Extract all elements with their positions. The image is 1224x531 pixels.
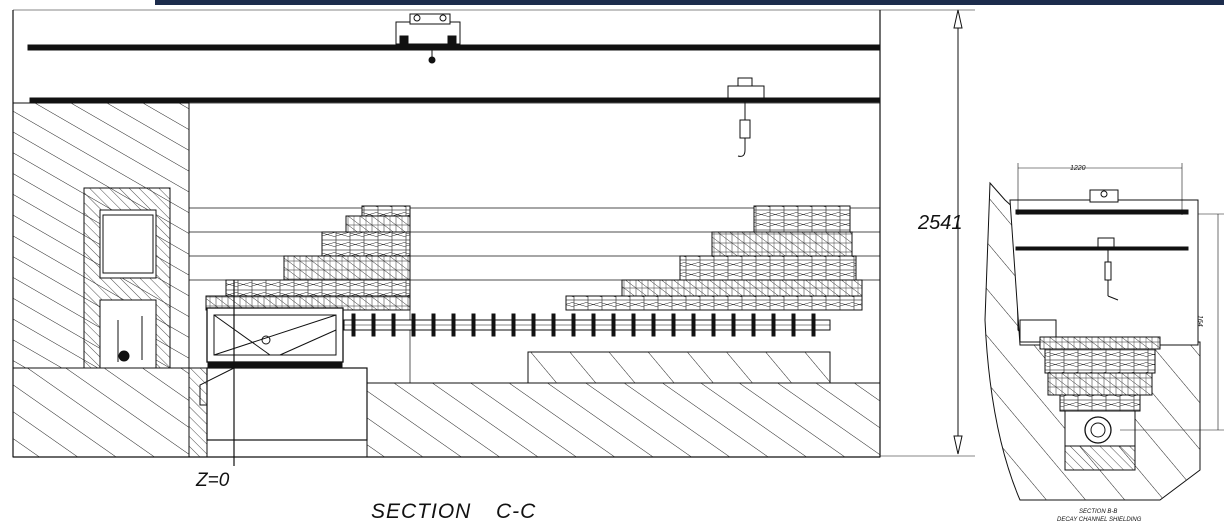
- pipe-flanges: [351, 313, 816, 337]
- z-origin-label: Z=0: [196, 470, 230, 491]
- beam-pipe: [343, 319, 831, 331]
- pipe-flange: [451, 313, 456, 337]
- pipe-flange: [731, 313, 736, 337]
- header-bar: [155, 0, 1224, 5]
- shield-blocks-right: [565, 205, 863, 311]
- upper-crane-trolley: [395, 13, 461, 64]
- pipe-flange: [651, 313, 656, 337]
- section-title-word: SECTION: [371, 500, 472, 523]
- pipe-flange: [631, 313, 636, 337]
- pit: [206, 367, 368, 441]
- pipe-flange: [771, 313, 776, 337]
- pipe-flange: [571, 313, 576, 337]
- pipe-flange: [751, 313, 756, 337]
- section-b-b-view: [984, 163, 1224, 501]
- pipe-flange: [711, 313, 716, 337]
- floor-slab-left: [12, 367, 190, 458]
- pipe-flange: [591, 313, 596, 337]
- section-c-c-view: [12, 9, 975, 466]
- support-plinth: [527, 351, 831, 384]
- pipe-flange: [791, 313, 796, 337]
- pipe-flange: [511, 313, 516, 337]
- pipe-flange: [531, 313, 536, 337]
- pipe-flange: [411, 313, 416, 337]
- floor-slab-right: [366, 382, 881, 458]
- height-dimension-label: 2541: [918, 212, 963, 234]
- lower-crane-rail: [29, 97, 881, 103]
- target-station: [199, 280, 344, 466]
- pipe-flange: [471, 313, 476, 337]
- width-dimension-label: 1220: [1070, 165, 1086, 172]
- section-b-subtitle: DECAY CHANNEL SHIELDING: [1057, 517, 1142, 523]
- pipe-flange: [811, 313, 816, 337]
- pipe-flange: [371, 313, 376, 337]
- pipe-flange: [391, 313, 396, 337]
- pipe-flange: [351, 313, 356, 337]
- shield-blocks-left: [205, 205, 411, 311]
- pipe-flange: [671, 313, 676, 337]
- side-height-dimension-label: 164: [1196, 315, 1203, 327]
- pipe-flange: [491, 313, 496, 337]
- section-title-id: C-C: [496, 500, 537, 523]
- pipe-flange: [611, 313, 616, 337]
- access-shaft: [83, 187, 171, 369]
- floor-slab-mid: [188, 367, 208, 458]
- pipe-flange: [691, 313, 696, 337]
- section-b-title: SECTION B-B: [1079, 509, 1118, 515]
- lower-crane-hook: [727, 77, 765, 157]
- pipe-flange: [431, 313, 436, 337]
- upper-crane-rail: [27, 44, 881, 51]
- height-dimension: [880, 9, 975, 457]
- pipe-flange: [551, 313, 556, 337]
